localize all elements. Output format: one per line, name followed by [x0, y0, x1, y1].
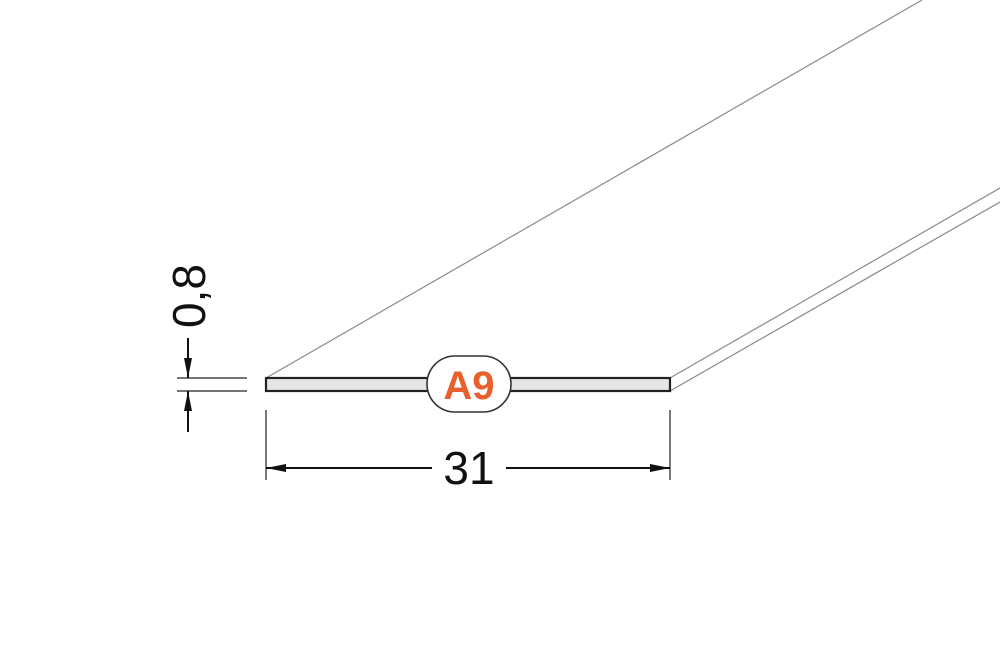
profile-code-label: A9 [443, 364, 494, 408]
thickness-extension-lines [177, 377, 247, 392]
perspective-lines [265, 0, 1000, 392]
top-left-edge-line [265, 0, 923, 379]
right-bottom-edge-line [669, 201, 1000, 392]
thickness-label: 0,8 [163, 264, 215, 328]
width-label: 31 [443, 442, 494, 494]
profile-code-badge: A9 [426, 355, 512, 413]
right-top-edge-line [669, 187, 1000, 379]
